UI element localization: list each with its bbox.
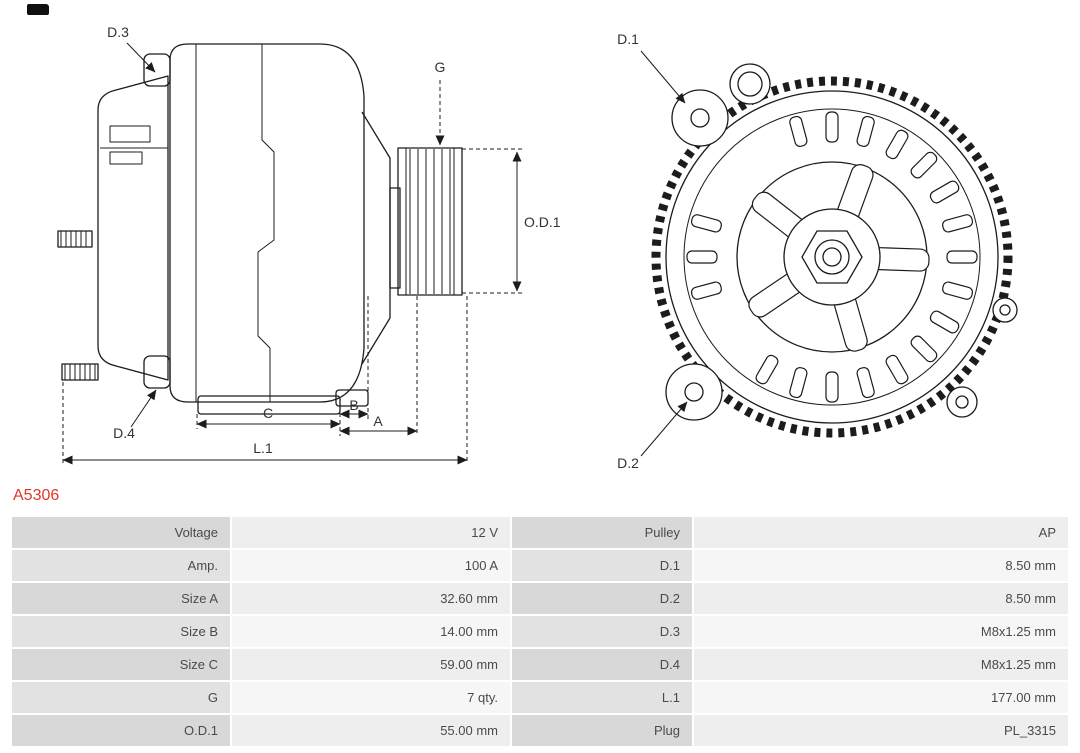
dimension-annotations: D.3 G O.D.1 D.4 C B A L.1 D.1 D.2 <box>62 24 688 471</box>
spec-value: 59.00 mm <box>232 649 510 680</box>
label-d2: D.2 <box>617 455 639 471</box>
shaft-nut <box>801 230 863 284</box>
spec-label: Size C <box>12 649 230 680</box>
label-d3: D.3 <box>107 24 129 40</box>
spec-value: 14.00 mm <box>232 616 510 647</box>
ear-d1 <box>671 89 729 147</box>
spec-label: Size B <box>12 616 230 647</box>
table-row: Size C 59.00 mm D.4 M8x1.25 mm <box>12 649 1068 680</box>
spec-value: M8x1.25 mm <box>694 649 1068 680</box>
spec-table: Voltage 12 V Pulley AP Amp. 100 A D.1 8.… <box>10 515 1070 748</box>
alternator-side-view <box>57 43 463 415</box>
spec-label: L.1 <box>512 682 692 713</box>
stud-hatching-top <box>60 231 87 247</box>
label-b: B <box>349 397 358 413</box>
spec-value: 8.50 mm <box>694 583 1068 614</box>
label-od1: O.D.1 <box>524 214 561 230</box>
spec-value: 55.00 mm <box>232 715 510 746</box>
spec-label: Pulley <box>512 517 692 548</box>
spec-label: Size A <box>12 583 230 614</box>
spec-value: PL_3315 <box>694 715 1068 746</box>
spec-label: D.1 <box>512 550 692 581</box>
vent-slots <box>686 111 978 403</box>
label-l1: L.1 <box>253 440 273 456</box>
table-row: Size A 32.60 mm D.2 8.50 mm <box>12 583 1068 614</box>
label-c: C <box>263 405 273 421</box>
alternator-front-view <box>651 63 1018 438</box>
spec-label: Voltage <box>12 517 230 548</box>
label-a: A <box>373 413 383 429</box>
label-g: G <box>435 59 446 75</box>
spec-value: 177.00 mm <box>694 682 1068 713</box>
pulley <box>397 147 463 296</box>
technical-drawing: D.3 G O.D.1 D.4 C B A L.1 D.1 D.2 <box>57 24 1018 471</box>
spec-value: M8x1.25 mm <box>694 616 1068 647</box>
spec-label: D.4 <box>512 649 692 680</box>
table-row: G 7 qty. L.1 177.00 mm <box>12 682 1068 713</box>
label-d4: D.4 <box>113 425 135 441</box>
pulley-ribs <box>409 149 451 294</box>
spec-label: D.2 <box>512 583 692 614</box>
spec-label: Amp. <box>12 550 230 581</box>
spec-value: 12 V <box>232 517 510 548</box>
label-d1: D.1 <box>617 31 639 47</box>
part-number: A5306 <box>13 487 60 504</box>
ear-d2 <box>665 363 723 421</box>
spec-value: 100 A <box>232 550 510 581</box>
logo-mark <box>27 4 49 15</box>
spec-label: G <box>12 682 230 713</box>
table-row: O.D.1 55.00 mm Plug PL_3315 <box>12 715 1068 746</box>
spec-label: D.3 <box>512 616 692 647</box>
spec-label: Plug <box>512 715 692 746</box>
spec-value: 8.50 mm <box>694 550 1068 581</box>
table-row: Amp. 100 A D.1 8.50 mm <box>12 550 1068 581</box>
spec-value: 7 qty. <box>232 682 510 713</box>
stud-hatching-bottom <box>64 364 96 380</box>
serrated-fin-ring <box>651 76 1013 438</box>
lug-d4 <box>143 355 171 389</box>
table-row: Size B 14.00 mm D.3 M8x1.25 mm <box>12 616 1068 647</box>
spec-value: 32.60 mm <box>232 583 510 614</box>
spec-value: AP <box>694 517 1068 548</box>
table-row: Voltage 12 V Pulley AP <box>12 517 1068 548</box>
spec-label: O.D.1 <box>12 715 230 746</box>
